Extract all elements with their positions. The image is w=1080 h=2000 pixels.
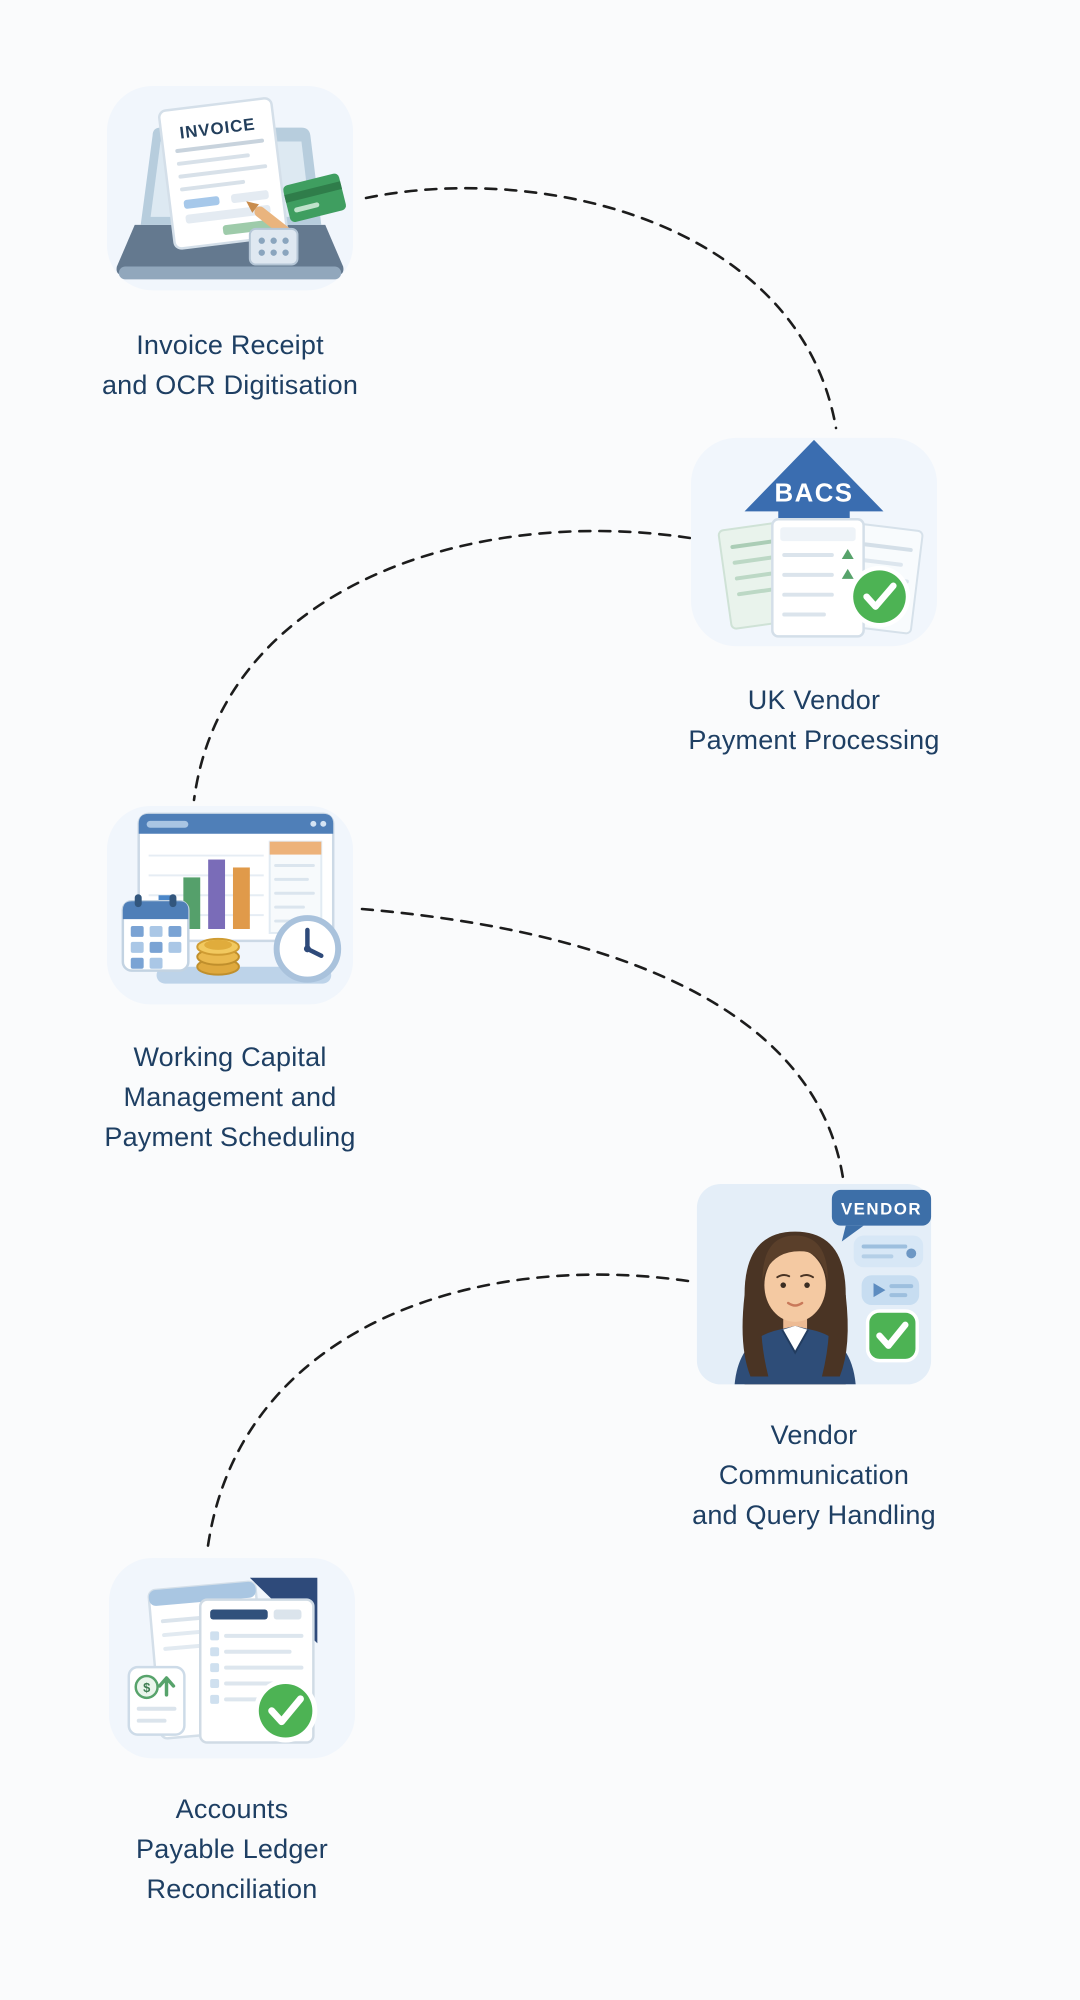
step-label: UK Vendor Payment Processing bbox=[688, 680, 939, 760]
vendor-badge-text: VENDOR bbox=[841, 1200, 922, 1219]
step-label: Vendor Communication and Query Handling bbox=[692, 1415, 936, 1535]
payment-summary-card: $ bbox=[127, 1665, 186, 1736]
step-ap-reconciliation: $ Accounts Payable Ledger Reconciliation bbox=[67, 1552, 397, 1909]
connector-1 bbox=[364, 186, 838, 430]
step-label-line: Working Capital bbox=[133, 1042, 327, 1073]
vendor-communication-icon: VENDOR bbox=[696, 1183, 932, 1385]
chat-bubble-icon bbox=[853, 1235, 924, 1268]
step-uk-vendor-payment: BACS bbox=[649, 428, 979, 760]
step-label-line: Invoice Receipt bbox=[136, 330, 324, 361]
check-icon bbox=[848, 565, 911, 628]
step-label: Invoice Receipt and OCR Digitisation bbox=[102, 325, 358, 405]
step-label-line: and OCR Digitisation bbox=[101, 370, 359, 401]
step-label: Working Capital Management and Payment S… bbox=[104, 1037, 355, 1157]
step-vendor-communication: VENDOR Vendor Communication and Query Ha… bbox=[649, 1178, 979, 1535]
step-working-capital: Working Capital Management and Payment S… bbox=[65, 800, 395, 1157]
working-capital-icon bbox=[106, 805, 354, 1005]
chat-bubble-icon-2 bbox=[861, 1275, 920, 1306]
dollar-icon: $ bbox=[143, 1680, 150, 1695]
check-icon bbox=[865, 1309, 919, 1363]
bacs-payment-icon: BACS bbox=[690, 437, 938, 647]
step-label-line: Reconciliation bbox=[146, 1874, 318, 1905]
step-label-line: and Query Handling bbox=[692, 1500, 936, 1531]
step-label: Accounts Payable Ledger Reconciliation bbox=[136, 1789, 328, 1909]
payment-ledger-doc bbox=[771, 518, 865, 638]
clock-icon bbox=[273, 915, 342, 983]
vendor-badge: VENDOR bbox=[831, 1189, 932, 1242]
calendar-icon bbox=[121, 894, 190, 972]
step-invoice-receipt-ocr: INVOICE Invoice Receipt an bbox=[65, 78, 395, 405]
connector-2 bbox=[192, 529, 692, 802]
connector-3 bbox=[360, 907, 845, 1180]
step-label-line: Vendor bbox=[770, 1420, 858, 1451]
step-label-line: Payment Processing bbox=[688, 725, 940, 756]
step-label-line: Management and bbox=[123, 1082, 337, 1113]
support-agent-avatar bbox=[734, 1231, 856, 1385]
connector-4 bbox=[205, 1273, 690, 1555]
step-label-line: UK Vendor bbox=[747, 685, 881, 716]
payment-card-icon bbox=[283, 173, 346, 223]
step-label-line: Payable Ledger bbox=[136, 1834, 328, 1865]
step-label-line: Accounts bbox=[175, 1794, 289, 1825]
invoice-paper: INVOICE bbox=[158, 97, 289, 250]
calculator-icon bbox=[248, 227, 299, 266]
bacs-text: BACS bbox=[774, 479, 853, 507]
check-icon bbox=[253, 1679, 318, 1743]
ledger-reconciliation-icon: $ bbox=[108, 1557, 356, 1759]
coins-icon bbox=[196, 937, 240, 976]
invoice-ocr-icon: INVOICE bbox=[106, 85, 354, 291]
step-label-line: Communication bbox=[718, 1460, 910, 1491]
step-label-line: Payment Scheduling bbox=[104, 1122, 356, 1153]
